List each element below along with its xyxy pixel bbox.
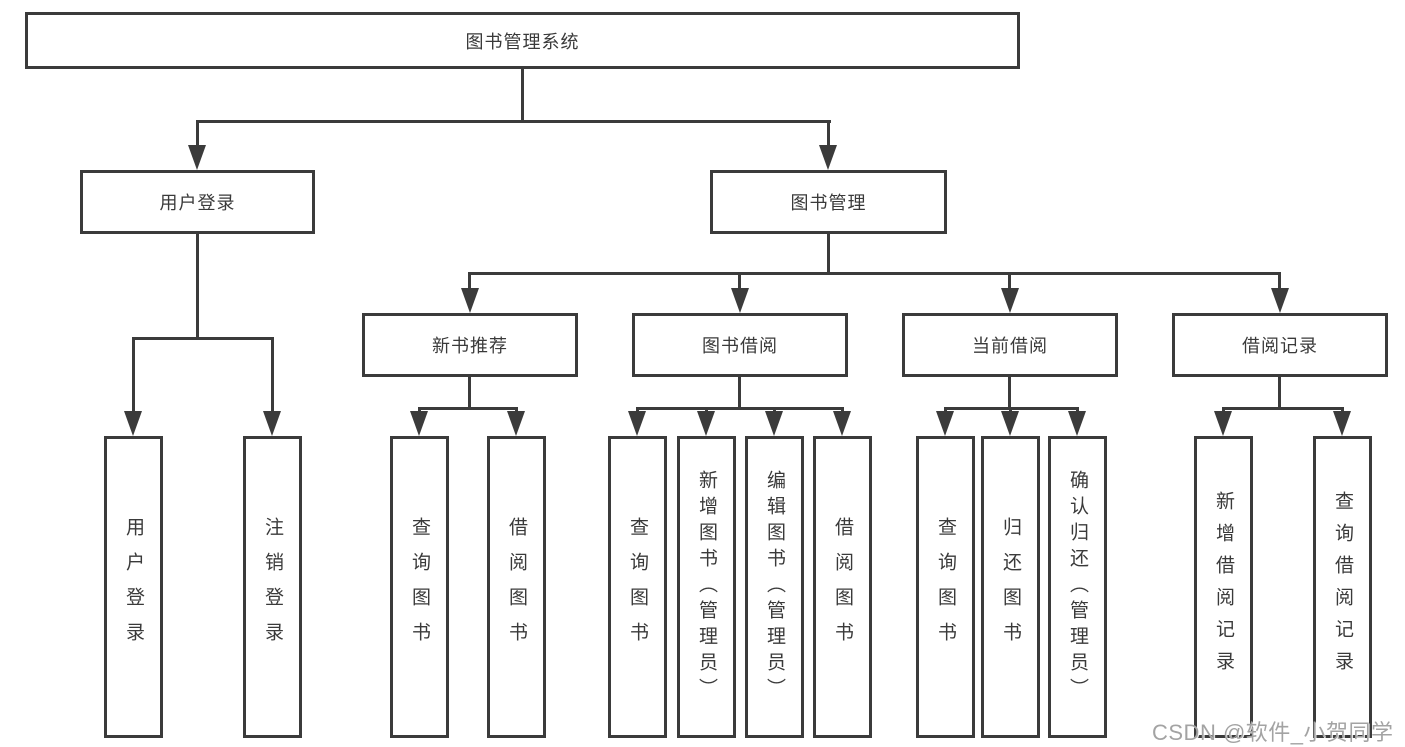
- connector-newbook-rail: [418, 407, 518, 410]
- arrow-to-current-borrowing: [1001, 288, 1019, 313]
- arrow-to-leaf-query-books-borrow: [628, 411, 646, 436]
- leaf-borrow-books: 借阅图书: [813, 436, 872, 738]
- node-root: 图书管理系统: [25, 12, 1020, 69]
- leaf-borrow-books-recommend: 借阅图书: [487, 436, 546, 738]
- node-book-borrowing: 图书借阅: [632, 313, 848, 377]
- leaf-logout: 注销登录: [243, 436, 302, 738]
- arrow-to-user-login: [188, 145, 206, 170]
- arrow-to-leaf-query-borrow-record: [1333, 411, 1351, 436]
- arrow-to-leaf-user-login: [124, 411, 142, 436]
- arrow-to-leaf-logout: [263, 411, 281, 436]
- leaf-query-borrow-record: 查询借阅记录: [1313, 436, 1372, 738]
- arrow-to-leaf-borrow-books: [833, 411, 851, 436]
- arrow-to-book-borrowing: [731, 288, 749, 313]
- leaf-return-books: 归还图书: [981, 436, 1040, 738]
- connector-userlogin-drop-1: [132, 337, 135, 416]
- connector-bookmgmt-drop-4: [1278, 272, 1281, 292]
- node-new-book-recommend-label: 新书推荐: [432, 336, 508, 356]
- node-user-login-label: 用户登录: [159, 193, 236, 213]
- arrow-to-borrowing-records: [1271, 288, 1289, 313]
- arrow-to-leaf-query-books-current: [936, 411, 954, 436]
- connector-newbook-stem: [468, 377, 471, 407]
- leaf-query-books-borrow: 查询图书: [608, 436, 667, 738]
- connector-root-drop-left: [196, 120, 199, 150]
- arrow-to-leaf-confirm-return-admin: [1068, 411, 1086, 436]
- connector-bookmgmt-drop-2: [738, 272, 741, 292]
- node-user-login: 用户登录: [80, 170, 315, 234]
- node-book-management: 图书管理: [710, 170, 947, 234]
- leaf-query-books-current: 查询图书: [916, 436, 975, 738]
- leaf-user-login: 用户登录: [104, 436, 163, 738]
- csdn-watermark: CSDN @软件_小贺同学: [1152, 720, 1394, 745]
- connector-borrowrecord-stem: [1278, 377, 1281, 407]
- node-borrowing-records: 借阅记录: [1172, 313, 1388, 377]
- node-current-borrowing-label: 当前借阅: [972, 336, 1048, 356]
- arrow-to-leaf-edit-books-admin: [765, 411, 783, 436]
- connector-bookmgmt-drop-3: [1008, 272, 1011, 292]
- arrow-to-leaf-borrow-books-recommend: [507, 411, 525, 436]
- arrow-to-new-book-recommend: [461, 288, 479, 313]
- connector-bookborrow-stem: [738, 377, 741, 407]
- connector-root-rail: [196, 120, 831, 123]
- connector-userlogin-stem: [196, 234, 199, 337]
- connector-root-stem: [521, 69, 524, 120]
- node-root-label: 图书管理系统: [465, 31, 580, 52]
- node-book-management-label: 图书管理: [790, 193, 867, 213]
- arrow-to-leaf-return-books: [1001, 411, 1019, 436]
- leaf-add-books-admin: 新增图书（管理员）: [677, 436, 736, 738]
- node-borrowing-records-label: 借阅记录: [1242, 336, 1318, 356]
- arrow-to-leaf-query-books-recommend: [410, 411, 428, 436]
- leaf-query-books-recommend: 查询图书: [390, 436, 449, 738]
- connector-userlogin-rail: [132, 337, 274, 340]
- leaf-add-borrow-record: 新增借阅记录: [1194, 436, 1253, 738]
- connector-bookmgmt-stem: [827, 234, 830, 272]
- connector-root-drop-right: [827, 120, 830, 150]
- leaf-confirm-return-admin: 确认归还（管理员）: [1048, 436, 1107, 738]
- node-current-borrowing: 当前借阅: [902, 313, 1118, 377]
- connector-bookborrow-rail: [636, 407, 843, 410]
- connector-bookmgmt-drop-1: [468, 272, 471, 292]
- connector-userlogin-drop-2: [271, 337, 274, 416]
- connector-bookmgmt-rail: [468, 272, 1281, 275]
- connector-currentborrow-stem: [1008, 377, 1011, 407]
- leaf-edit-books-admin: 编辑图书（管理员）: [745, 436, 804, 738]
- arrow-to-book-management: [819, 145, 837, 170]
- arrow-to-leaf-add-borrow-record: [1214, 411, 1232, 436]
- node-book-borrowing-label: 图书借阅: [702, 336, 778, 356]
- connector-borrowrecord-rail: [1222, 407, 1343, 410]
- arrow-to-leaf-add-books-admin: [697, 411, 715, 436]
- node-new-book-recommend: 新书推荐: [362, 313, 578, 377]
